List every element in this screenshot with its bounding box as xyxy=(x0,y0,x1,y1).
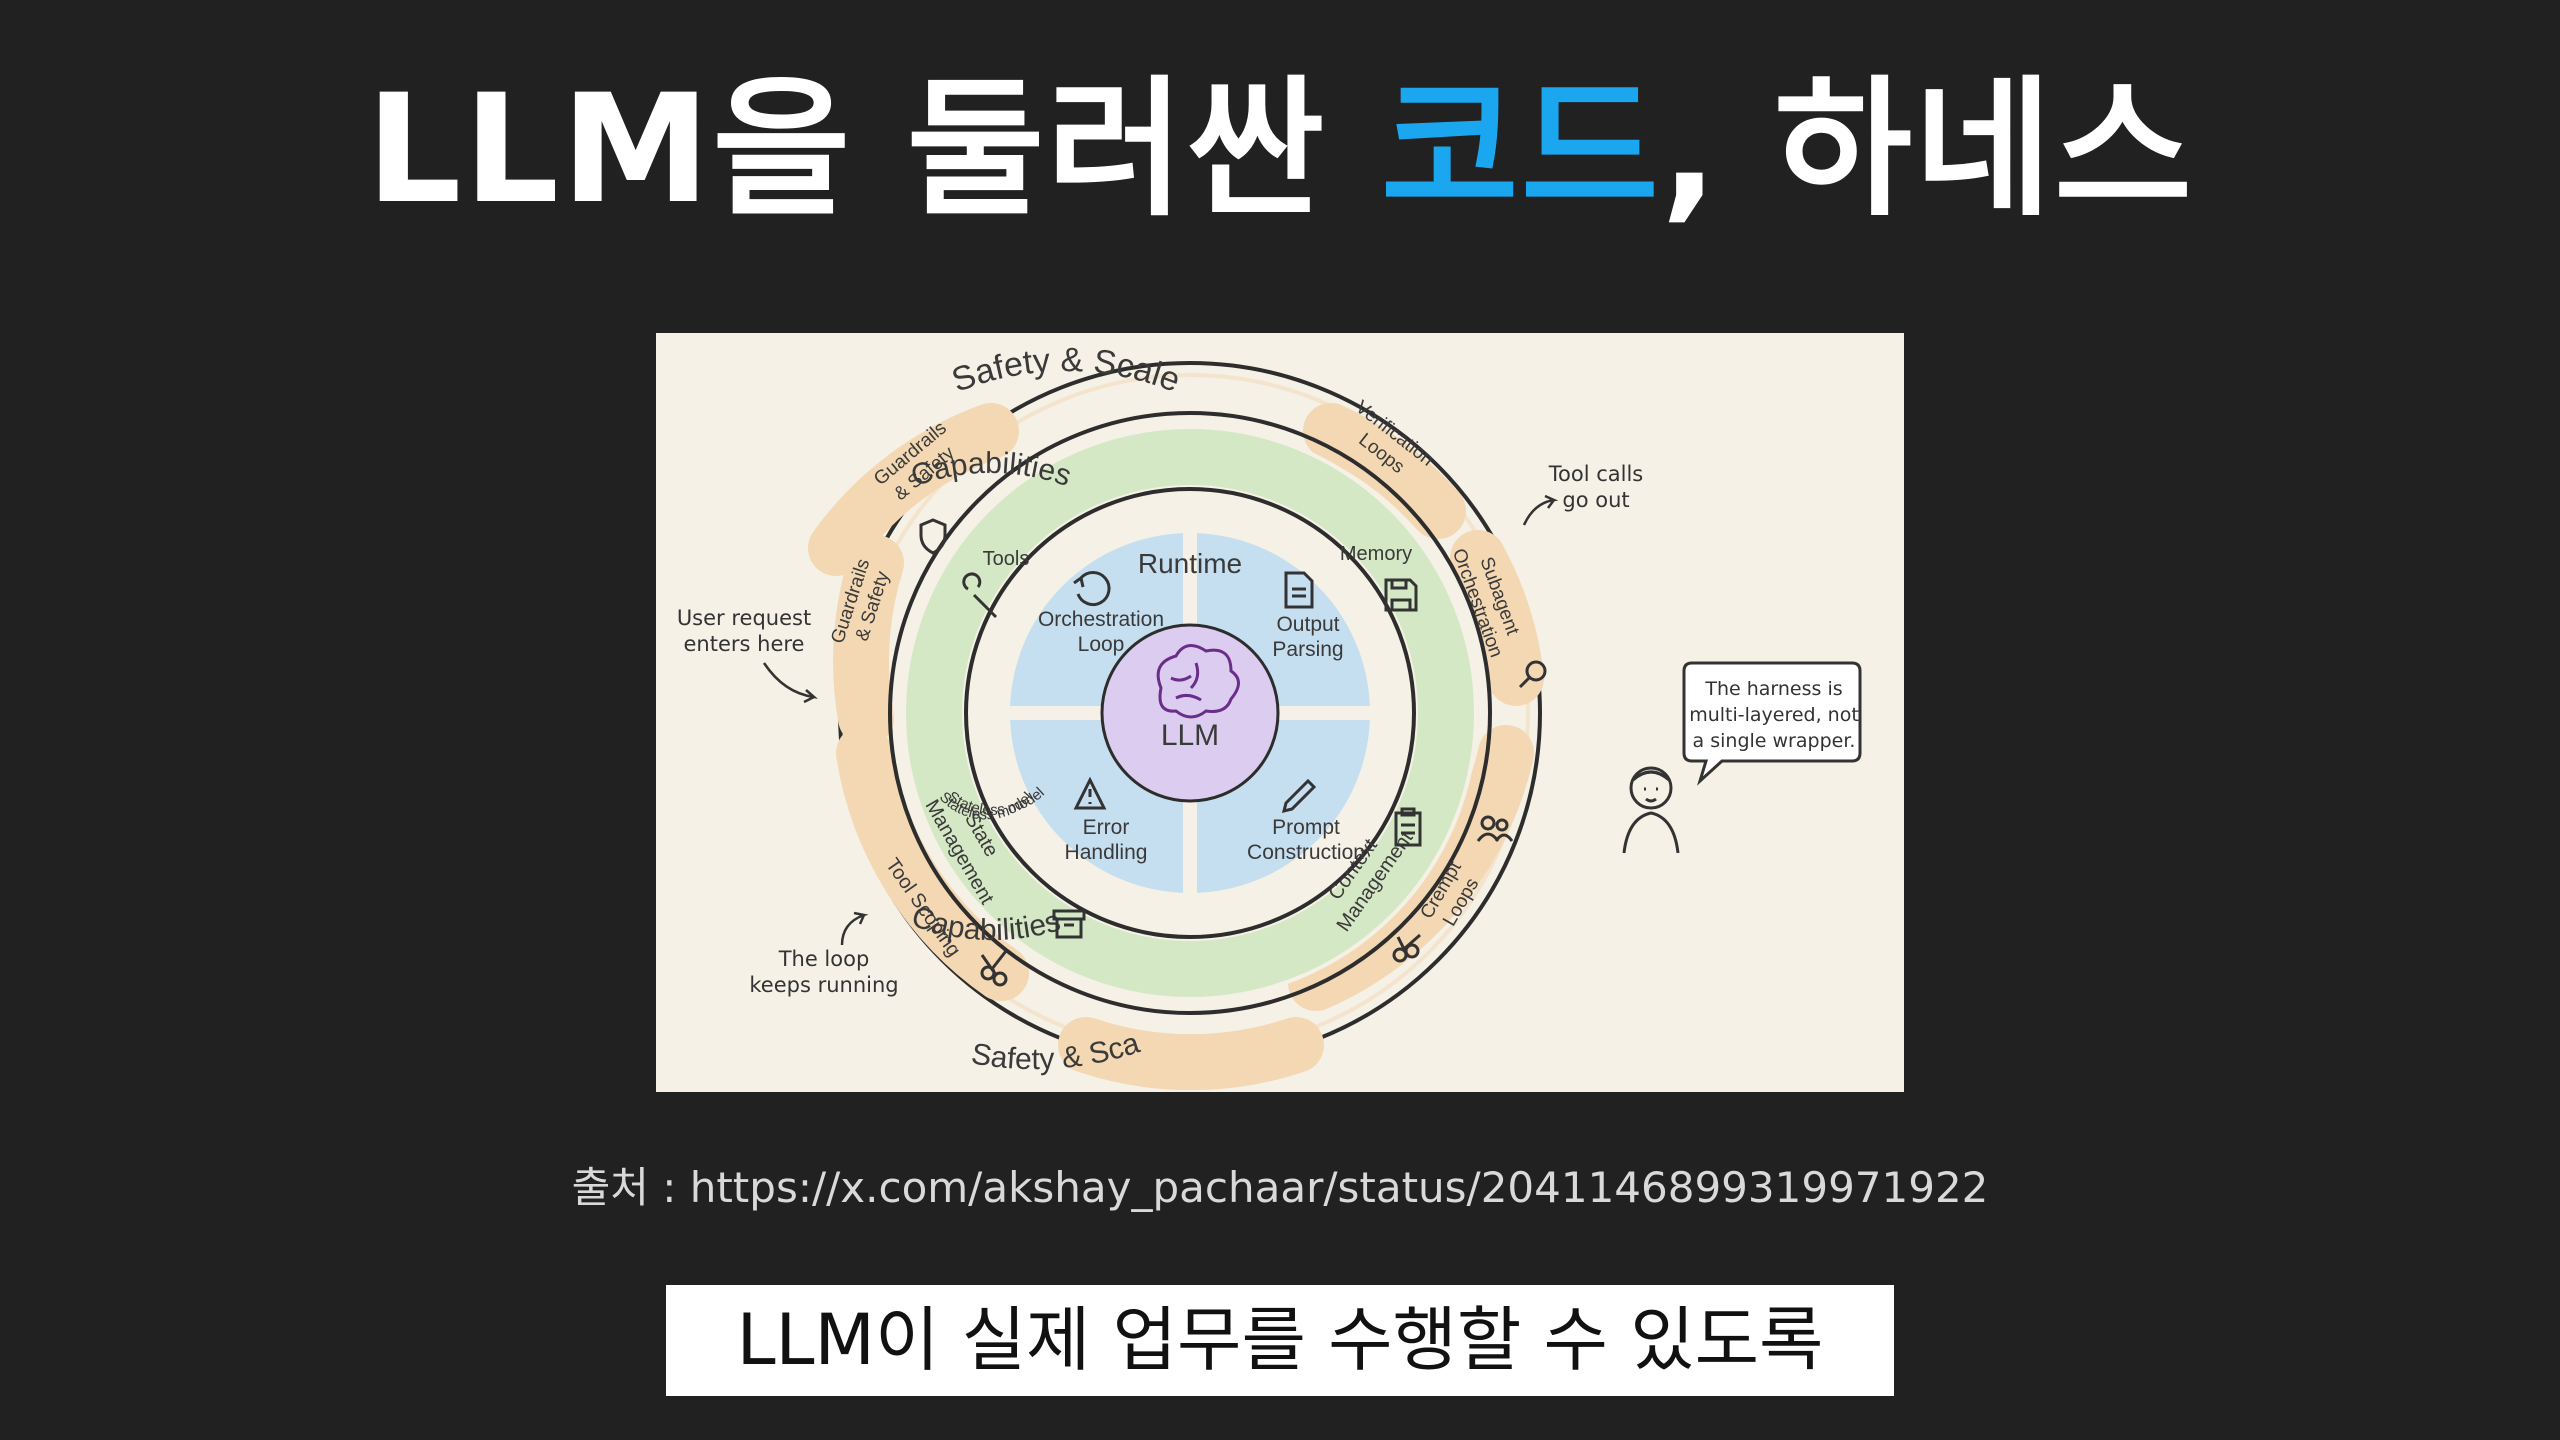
warning-icon xyxy=(1073,776,1107,810)
title-accent: 코드 xyxy=(1380,63,1661,237)
bubble-line1: The harness is xyxy=(1704,678,1842,700)
magnifier-icon xyxy=(1518,660,1547,689)
slide-title: LLM을 둘러싼 코드, 하네스 xyxy=(0,55,2560,245)
scissors-icon xyxy=(1392,933,1421,963)
title-suffix: , 하네스 xyxy=(1660,63,2195,237)
annotation-user-line1: User request xyxy=(677,606,811,630)
person-icon xyxy=(1622,766,1680,854)
annotation-tool-line2: go out xyxy=(1562,488,1629,512)
shield-icon xyxy=(919,518,947,555)
outer-ring xyxy=(808,361,1544,1091)
annotation-user-line2: enters here xyxy=(684,632,805,656)
harness-diagram: LLM Stateless model Stateless model Runt… xyxy=(656,333,1904,1092)
document-icon xyxy=(1284,571,1314,609)
bubble-line3: a single wrapper. xyxy=(1693,730,1856,752)
annotation-loop-line1: The loop xyxy=(778,947,870,971)
output-parsing-line1: Output xyxy=(1276,613,1339,636)
archive-box-icon xyxy=(1052,909,1086,939)
bubble-line2: multi-layered, not xyxy=(1689,704,1859,726)
people-icon xyxy=(1476,815,1514,842)
refresh-icon xyxy=(1073,571,1111,607)
llm-label: LLM xyxy=(1161,719,1219,752)
orchestration-loop-line1: Orchestration xyxy=(1038,608,1164,631)
tools-label: Tools xyxy=(983,548,1030,570)
runtime-title: Runtime xyxy=(1138,548,1242,579)
arrow-icon xyxy=(840,911,869,946)
annotation-loop-line2: keeps running xyxy=(749,973,898,997)
subtitle-text: LLM이 실제 업무를 수행할 수 있도록 xyxy=(736,1299,1824,1381)
arrow-icon xyxy=(762,662,818,704)
orchestration-loop-line2: Loop xyxy=(1078,633,1125,656)
floppy-disk-icon xyxy=(1384,578,1418,612)
scissors-icon xyxy=(980,950,1008,987)
wrench-icon xyxy=(962,572,998,619)
memory-label: Memory xyxy=(1340,543,1412,565)
pencil-icon xyxy=(1281,778,1317,814)
speech-bubble: The harness is multi-layered, not a sing… xyxy=(1682,661,1862,786)
subtitle-box: LLM이 실제 업무를 수행할 수 있도록 xyxy=(666,1285,1894,1396)
prompt-construction-line2: Construction xyxy=(1247,841,1365,864)
error-handling-line1: Error xyxy=(1083,816,1130,839)
arrow-icon xyxy=(1522,494,1559,526)
safety-scale-top-label: Safety & Scale xyxy=(947,341,1185,400)
source-citation: 출처 : https://x.com/akshay_pachaar/status… xyxy=(571,1163,1989,1212)
prompt-construction-line1: Prompt xyxy=(1272,816,1340,839)
error-handling-line2: Handling xyxy=(1065,841,1148,864)
annotation-tool-line1: Tool calls xyxy=(1548,462,1644,486)
output-parsing-line2: Parsing xyxy=(1272,638,1343,661)
title-prefix: LLM을 둘러싼 xyxy=(365,63,1381,237)
clipboard-icon xyxy=(1394,807,1422,847)
brain-icon xyxy=(1156,644,1240,719)
svg-text:Safety & Scale: Safety & Scale xyxy=(947,341,1185,400)
